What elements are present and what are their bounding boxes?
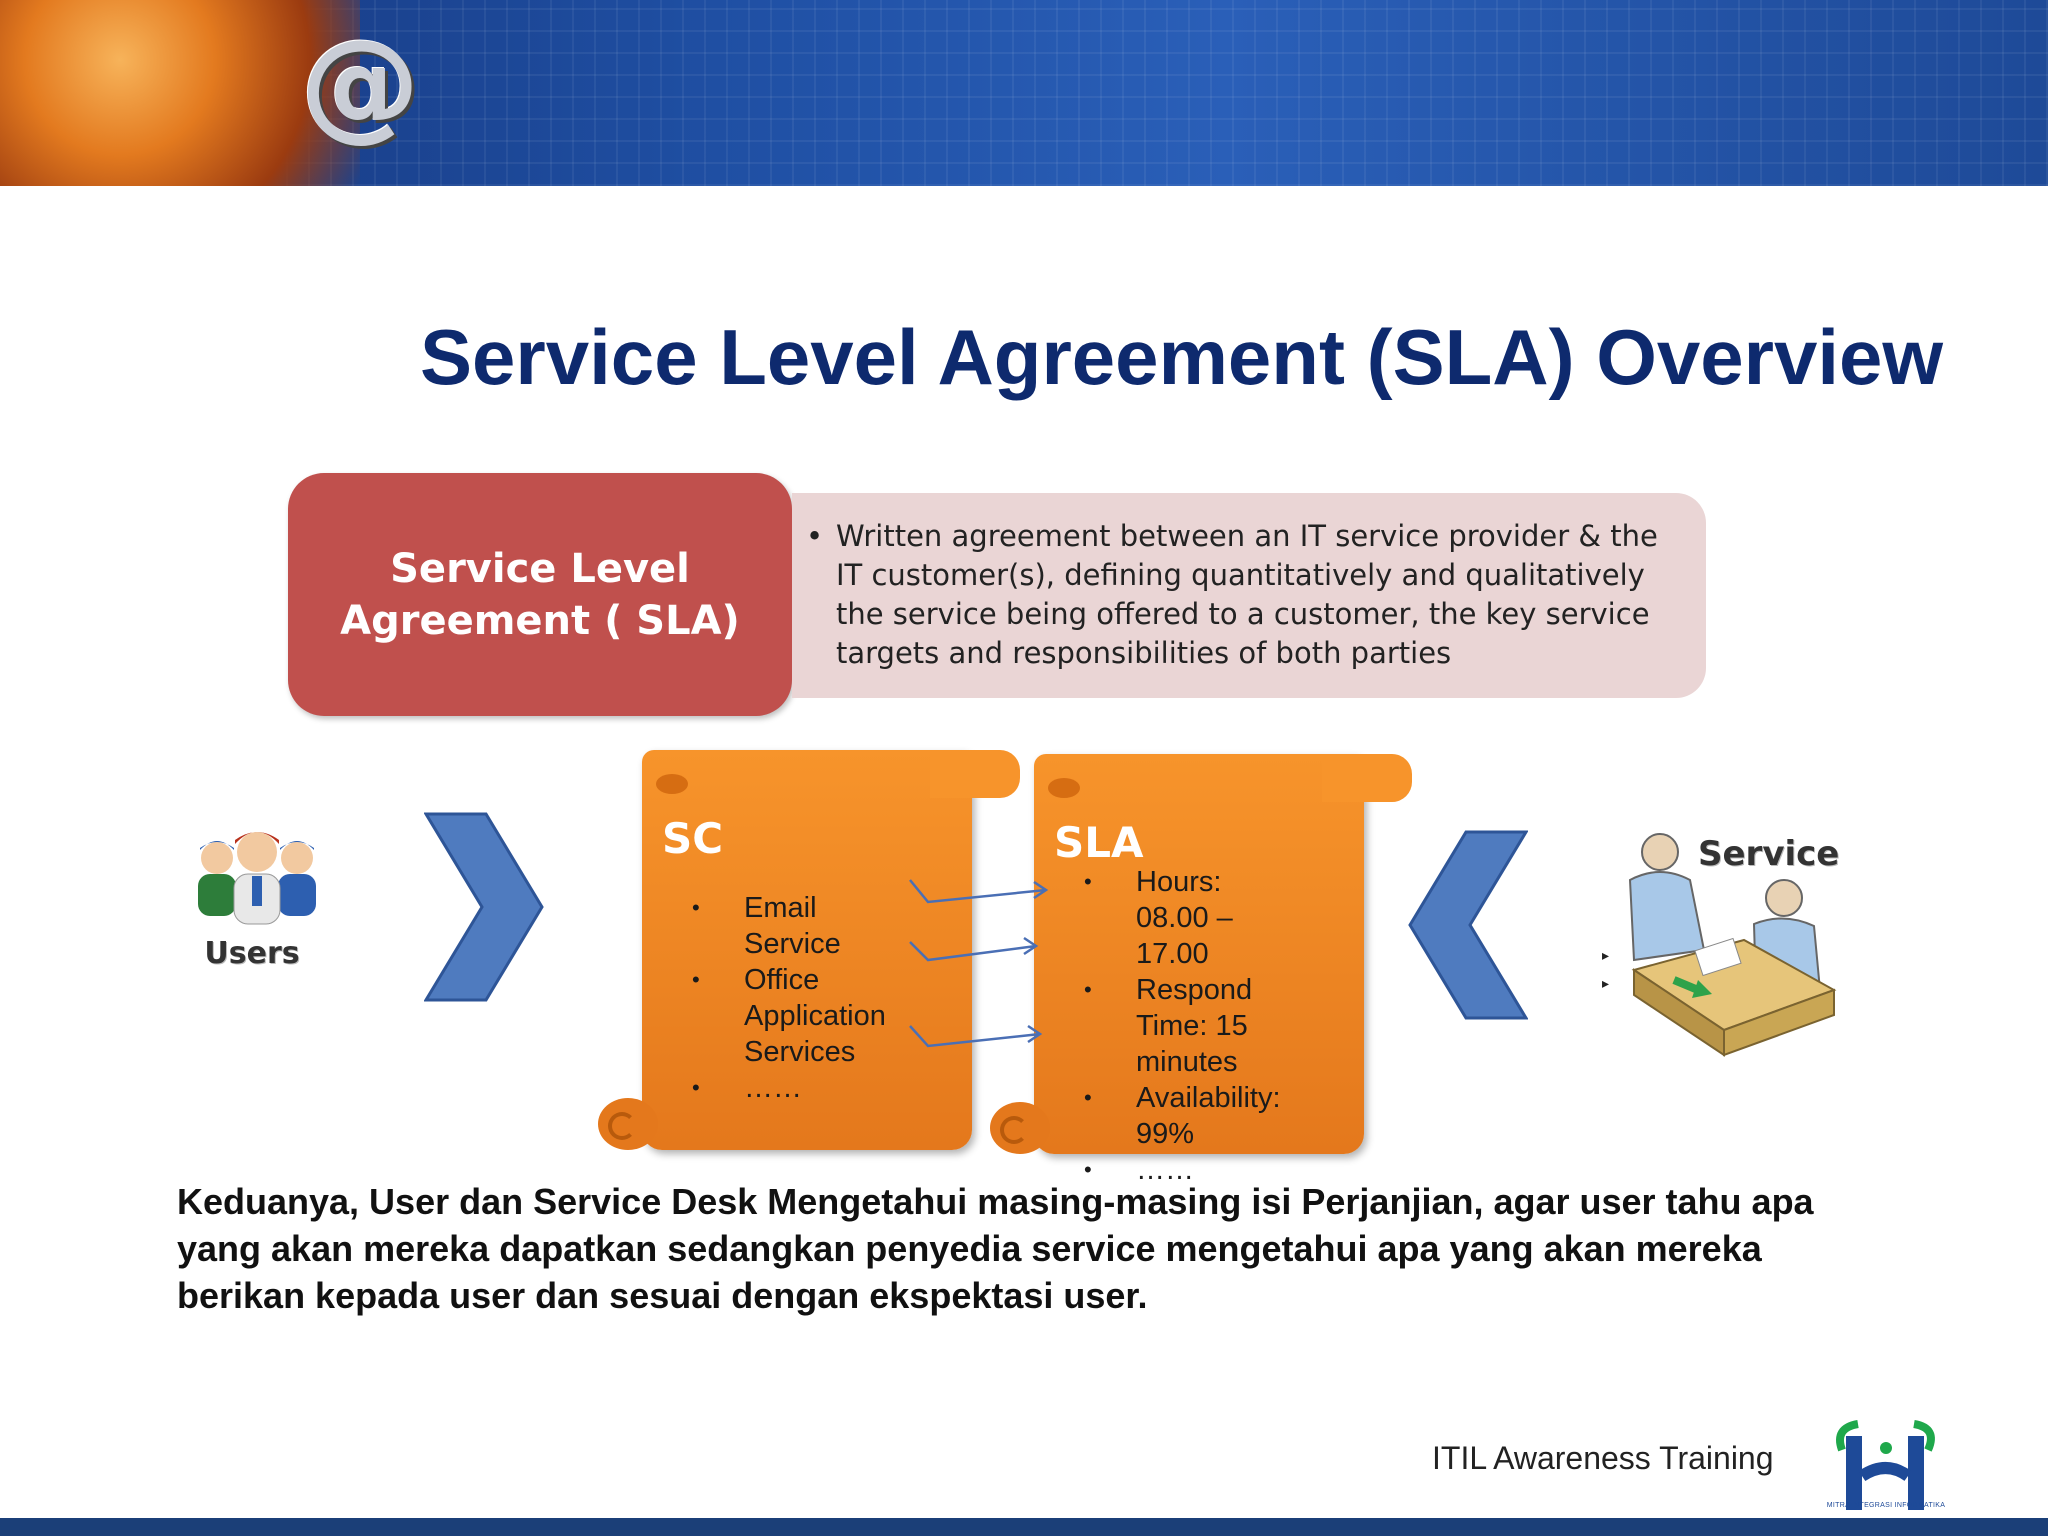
slide-title: Service Level Agreement (SLA) Overview xyxy=(420,313,1944,401)
logo-caption: MITRA INTEGRASI INFORMATIKA xyxy=(1826,1502,1946,1509)
footer-title: ITIL Awareness Training xyxy=(1432,1440,1774,1476)
footer-bar xyxy=(0,1518,2048,1536)
banner-graphic xyxy=(0,0,360,186)
description-text: Keduanya, User dan Service Desk Mengetah… xyxy=(177,1181,1814,1316)
company-logo-icon xyxy=(1836,1420,1935,1510)
sla-title: SLA xyxy=(1054,818,1144,867)
sc-title: SC xyxy=(662,814,724,863)
list-item: Office Application Services xyxy=(692,962,912,1070)
at-icon: @ xyxy=(300,15,420,154)
users-group: Users xyxy=(182,818,332,978)
service-label: Service xyxy=(1698,834,1840,874)
list-item: Hours: 08.00 – 17.00 xyxy=(1084,864,1284,972)
users-icon xyxy=(198,832,316,925)
list-item: Respond Time: 15 minutes xyxy=(1084,972,1284,1080)
definition-box: • Written agreement between an IT servic… xyxy=(792,493,1706,698)
list-item: Availability: 99% xyxy=(1084,1080,1284,1152)
service-desk-icon: ▸ ▸ xyxy=(1602,833,1837,1057)
sla-label-box: Service Level Agreement ( SLA) xyxy=(288,473,792,716)
header-banner: @ xyxy=(0,0,2048,186)
sla-label-line2: Agreement ( SLA) xyxy=(340,597,740,644)
svg-text:▸: ▸ xyxy=(1602,947,1609,963)
bullet-icon: • xyxy=(806,519,824,553)
list-item: …… xyxy=(1084,1152,1284,1188)
list-item: Email Service xyxy=(692,890,912,962)
sc-list: Email Service Office Application Service… xyxy=(692,890,912,1106)
svg-text:▸: ▸ xyxy=(1602,975,1609,991)
sla-scroll: SLA Hours: 08.00 – 17.00 Respond Time: 1… xyxy=(990,754,1412,1188)
mapping-arrows xyxy=(909,879,1049,1048)
definition-text: Written agreement between an IT service … xyxy=(836,519,1658,670)
list-item: …… xyxy=(692,1070,912,1106)
sla-list: Hours: 08.00 – 17.00 Respond Time: 15 mi… xyxy=(1084,864,1284,1188)
users-label: Users xyxy=(204,936,300,971)
chevron-left-icon xyxy=(1408,830,1528,1020)
chevron-right-icon xyxy=(424,812,544,1002)
sla-label-line1: Service Level xyxy=(390,545,690,592)
